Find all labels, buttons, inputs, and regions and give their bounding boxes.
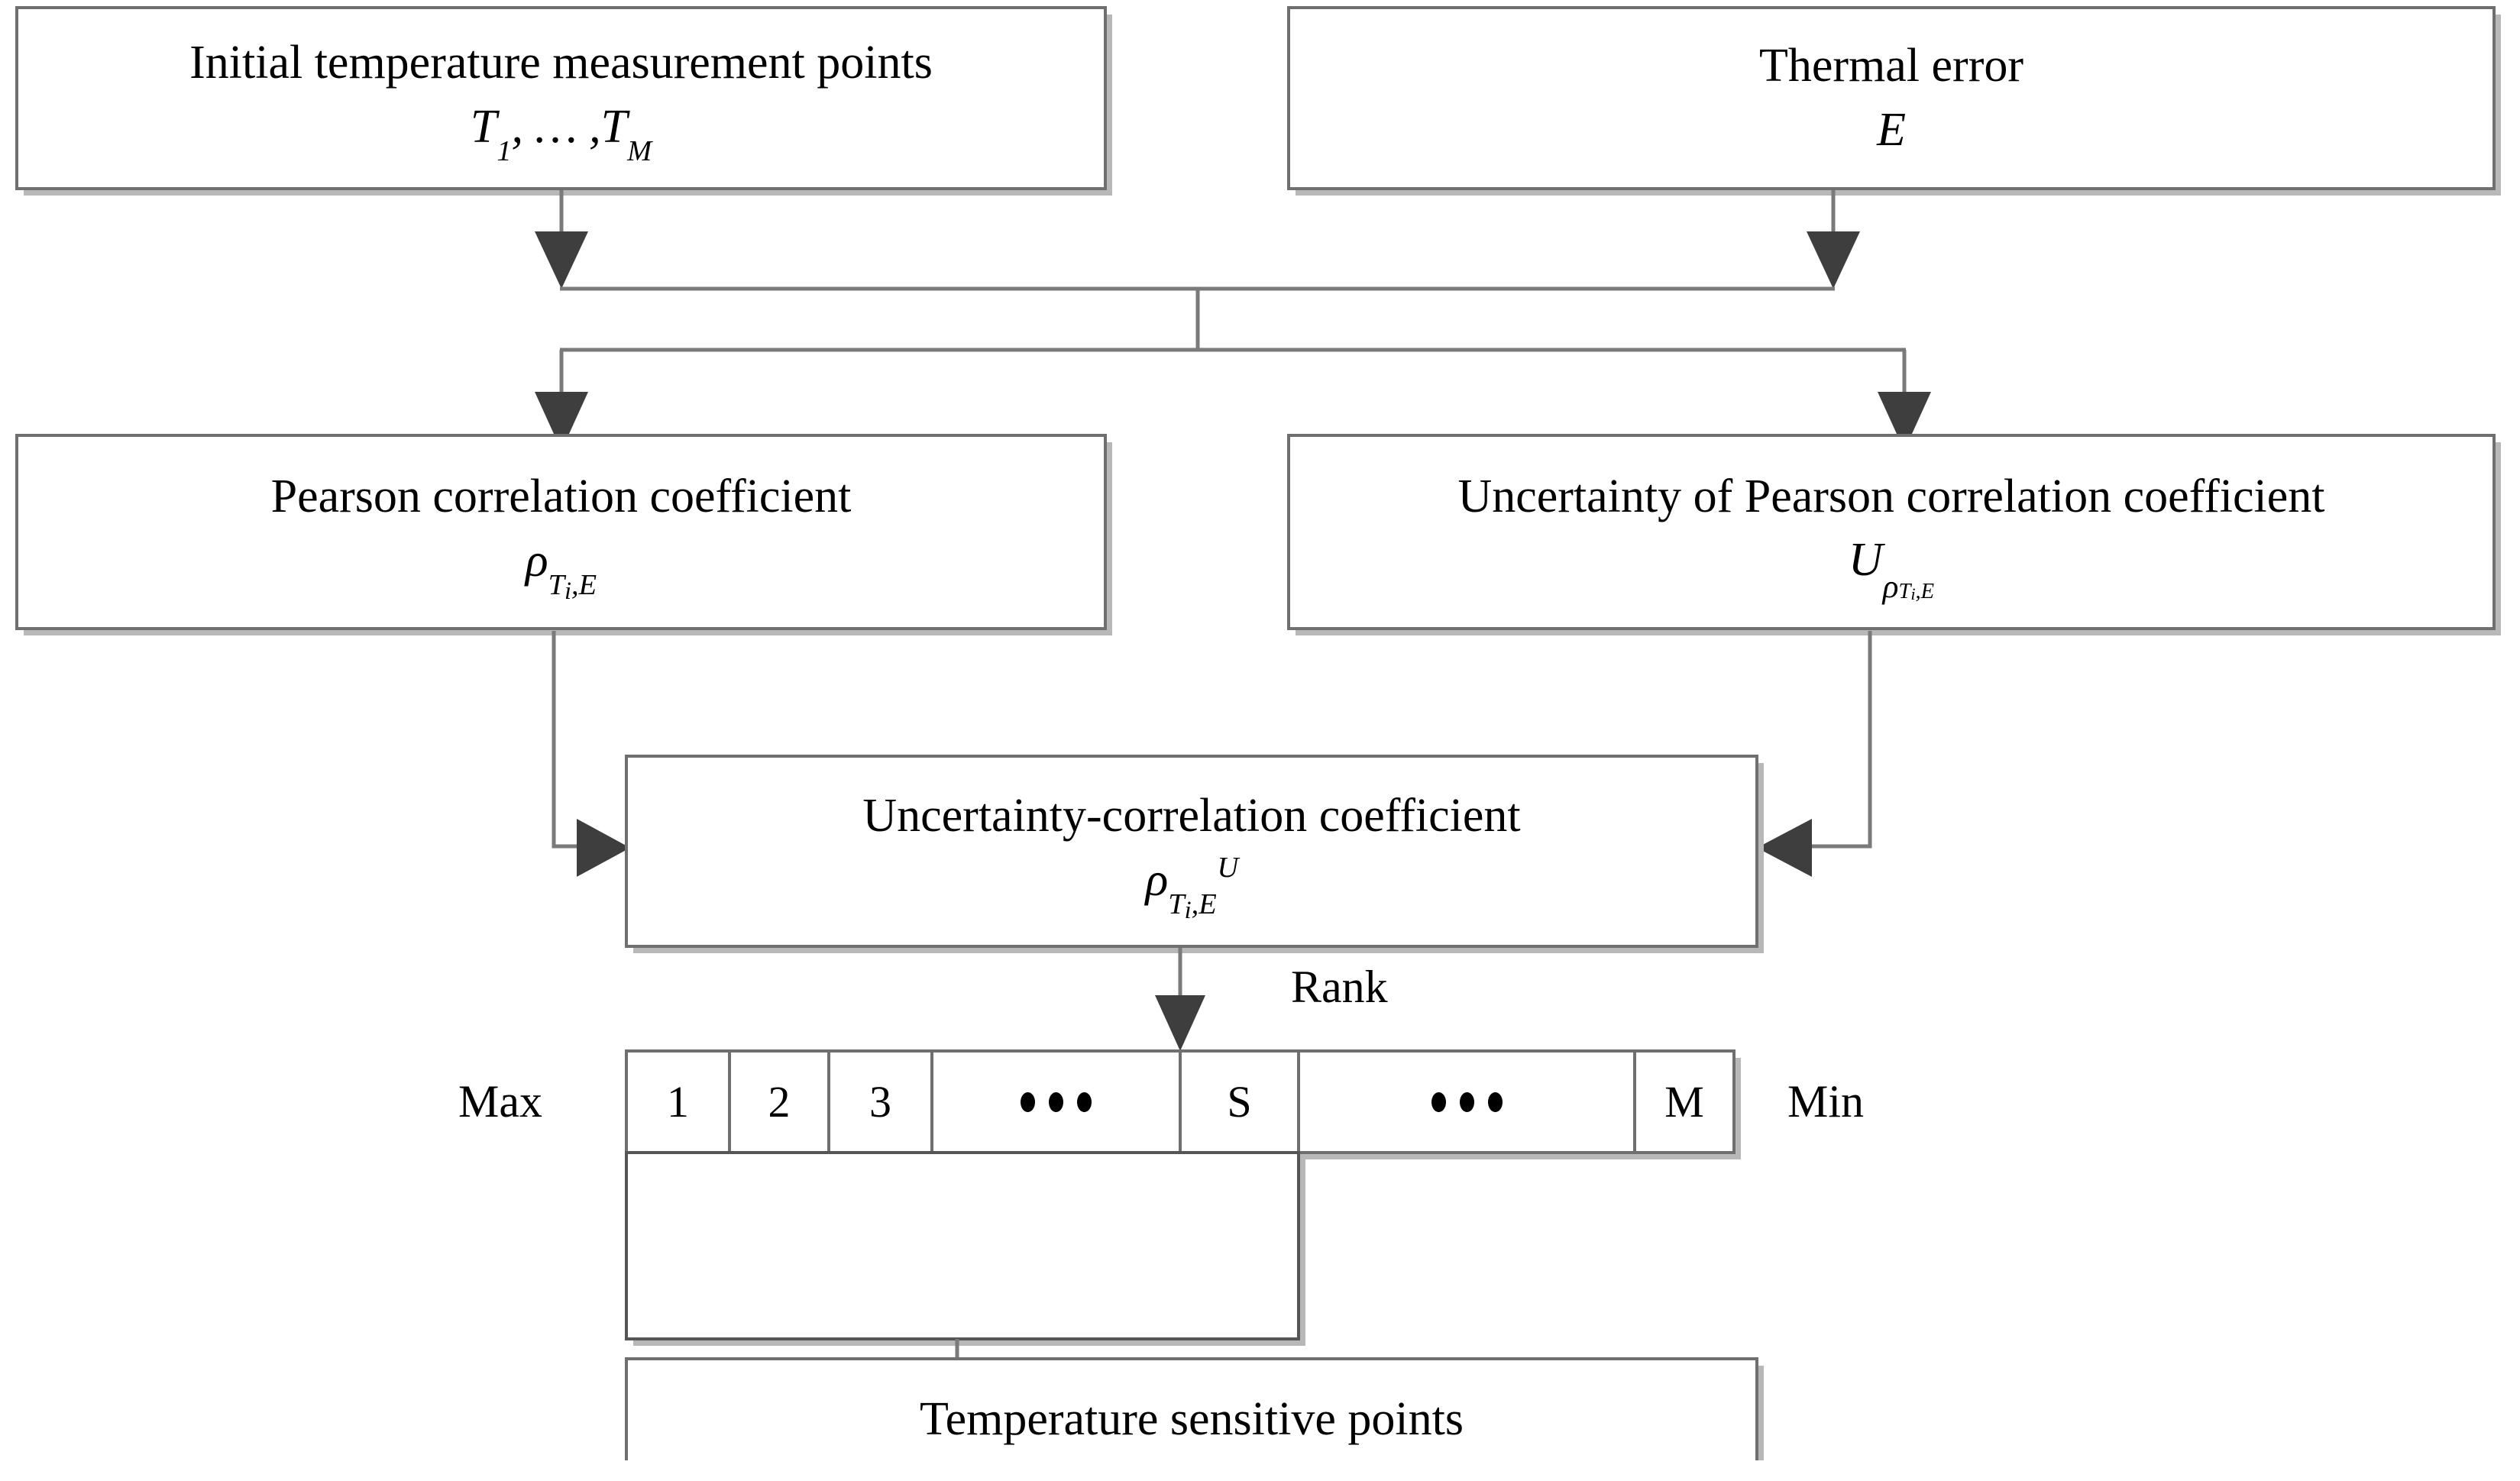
node-pearson-label: Pearson correlation coefficient ρTi,E <box>17 435 1105 629</box>
symbol-rho-subi: i <box>564 576 572 604</box>
symbol-rhoU-supU: U <box>1217 851 1239 884</box>
thermal-error-title: Thermal error <box>1759 40 2023 92</box>
connector-rank-arrow <box>1155 948 1205 1051</box>
node-uncertainty-pearson-shape[interactable] <box>1287 434 2501 635</box>
initial-points-title: Initial temperature measurement points <box>189 37 933 89</box>
symbol-TM-sub: M <box>627 135 652 168</box>
uncertainty-correlation-symbol: ρTi,EU <box>1145 851 1239 923</box>
node-thermal-error-shape[interactable] <box>1287 6 2501 196</box>
rank-cell-ellipsis-right[interactable] <box>1299 1051 1635 1153</box>
symbol-T1-base: T <box>470 100 497 153</box>
pearson-title: Pearson correlation coefficient <box>270 470 852 523</box>
symbol-U-sub-rho: ρ <box>1882 568 1899 606</box>
symbol-TM-base: T <box>600 100 628 153</box>
connector-split-bar <box>535 348 1931 451</box>
node-uncertainty-correlation-shape[interactable] <box>625 755 1764 953</box>
node-pearson-shape[interactable] <box>15 434 1112 635</box>
ellipsis-dot <box>1049 1091 1063 1112</box>
node-thermal-error-label: Thermal error E <box>1289 8 2494 189</box>
pearson-symbol: ρTi,E <box>525 534 597 604</box>
symbol-rhoU-base: ρ <box>1145 853 1169 906</box>
symbol-T1-sub: 1 <box>497 135 512 168</box>
connector-pearson-to-uncorr <box>552 631 630 877</box>
node-uncertainty-pearson-label: Uncertainty of Pearson correlation coeff… <box>1289 435 2494 629</box>
connector-thermal-to-merge <box>1807 190 1860 289</box>
rank-edge-label: Rank <box>1291 962 1388 1012</box>
ellipsis-dot <box>1487 1091 1503 1112</box>
rank-min-label: Min <box>1787 1076 1865 1127</box>
initial-points-symbol: T1, … ,TM <box>470 100 652 168</box>
symbol-U-sub-T: T <box>1898 579 1911 603</box>
connector-uncertainty-to-uncorr <box>1757 631 1872 877</box>
symbol-U-sub-i: i <box>1910 584 1916 603</box>
ellipsis-dot <box>1077 1091 1092 1112</box>
rank-max-label: Max <box>458 1076 542 1127</box>
uncertainty-pearson-title: Uncertainty of Pearson correlation coeff… <box>1457 470 2325 522</box>
uncertainty-correlation-title: Uncertainty-correlation coefficient <box>862 790 1521 842</box>
symbol-rhoU-subT: T <box>1168 888 1185 921</box>
node-sensitive-points-label: Temperature sensitive points <box>626 1359 1757 1481</box>
uncertainty-pearson-symbol: UρTi,E <box>1848 534 1934 605</box>
symbol-rho-subE: ,E <box>571 569 597 602</box>
node-sensitive-points-shape[interactable] <box>625 1357 1764 1460</box>
connector-merge-bar <box>560 286 1835 350</box>
symbol-U-base: U <box>1848 534 1883 587</box>
node-uncertainty-correlation-label: Uncertainty-correlation coefficient ρTi,… <box>626 756 1757 946</box>
rank-cell-ellipsis-left[interactable] <box>932 1051 1180 1153</box>
symbol-ellipsis: , … , <box>511 100 601 153</box>
rank-cell-m[interactable]: M <box>1664 1077 1704 1127</box>
node-initial-points-shape[interactable] <box>15 6 1112 196</box>
thermal-error-symbol: E <box>1877 103 1906 156</box>
connector-initial-to-merge <box>535 190 588 289</box>
ellipsis-dot <box>1459 1091 1474 1112</box>
rank-cell-3[interactable]: 3 <box>869 1077 891 1127</box>
rank-cell-s[interactable]: S <box>1227 1077 1252 1127</box>
symbol-rho-subT: T <box>548 569 565 602</box>
ellipsis-dot <box>1431 1091 1446 1112</box>
rank-cell-1[interactable]: 1 <box>667 1077 689 1127</box>
sensitive-points-title: Temperature sensitive points <box>920 1393 1464 1446</box>
rank-table-shape[interactable] <box>625 1049 1741 1159</box>
node-initial-points-label: Initial temperature measurement points T… <box>17 8 1105 189</box>
rank-cell-2[interactable]: 2 <box>768 1077 791 1127</box>
symbol-rho-base: ρ <box>525 534 548 587</box>
symbol-rhoU-subE: ,E <box>1191 888 1217 921</box>
ellipsis-dot <box>1021 1091 1035 1112</box>
rank-selection-box-shape <box>625 1151 1305 1346</box>
symbol-rhoU-subi: i <box>1184 895 1192 923</box>
symbol-U-sub-E: ,E <box>1915 579 1935 603</box>
